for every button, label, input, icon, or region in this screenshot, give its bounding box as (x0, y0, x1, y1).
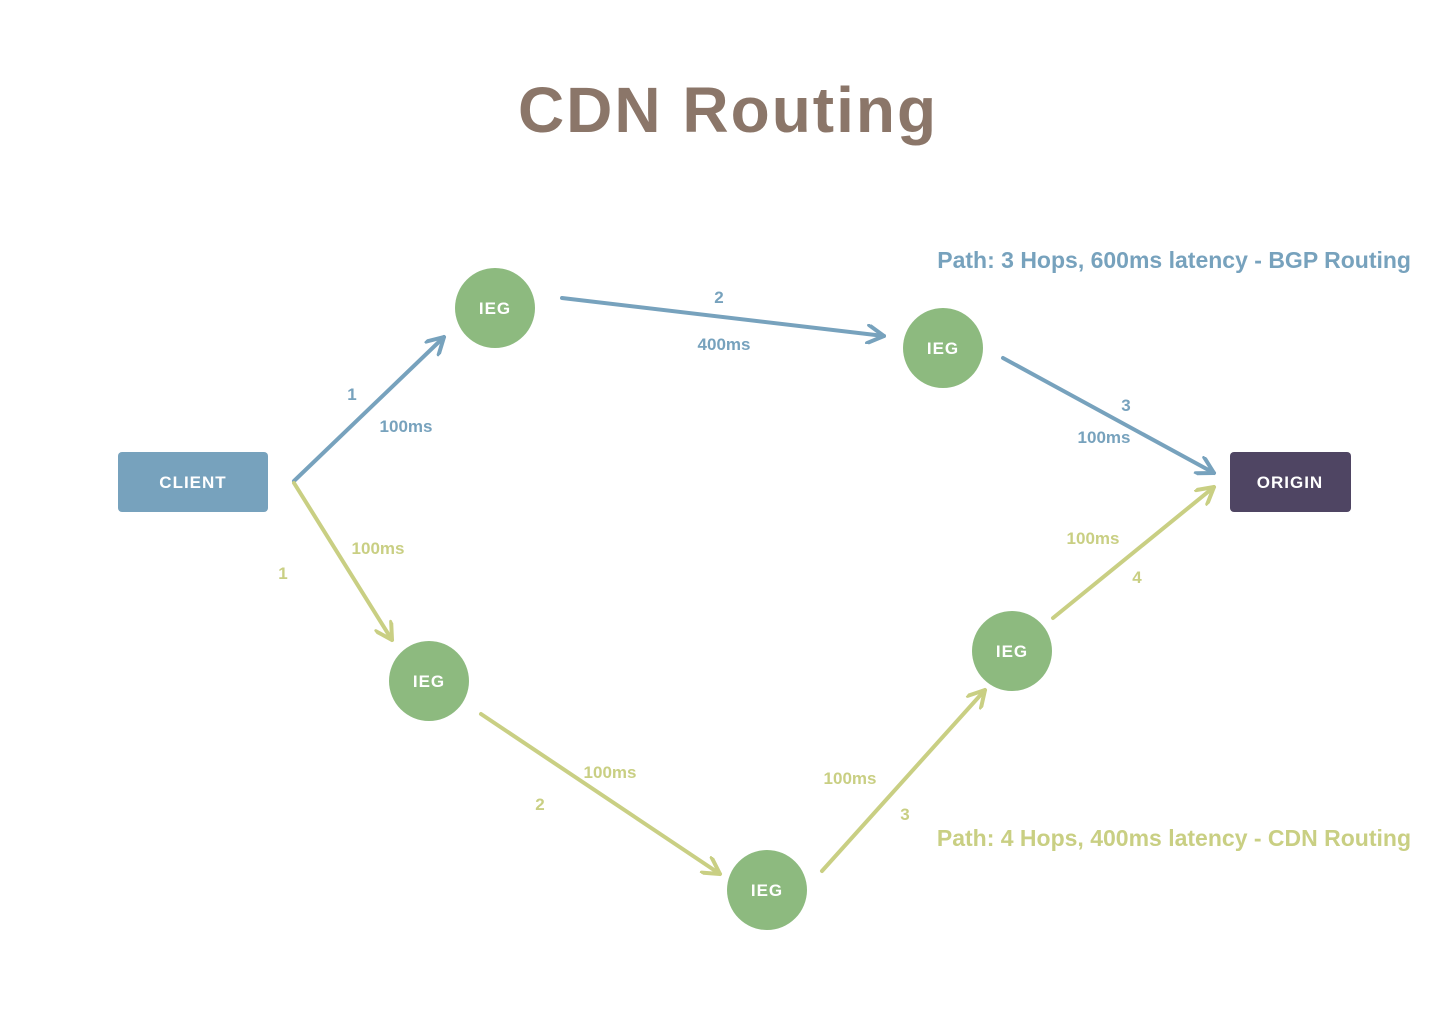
bgp-hop-3-step: 3 (1121, 396, 1130, 415)
ieg-node-cdn-1: IEG (389, 641, 469, 721)
cdn-arrow-2 (479, 712, 722, 876)
cdn-path-summary: Path: 4 Hops, 400ms latency - CDN Routin… (937, 825, 1411, 851)
cdn-hop-4-latency: 100ms (1067, 529, 1120, 548)
origin-node: ORIGIN (1230, 452, 1351, 512)
bgp-hop-3-latency: 100ms (1078, 428, 1131, 447)
cdn-arrow-4 (1051, 485, 1216, 620)
bgp-arrow-3 (1001, 356, 1216, 473)
diagram-title: CDN Routing (518, 74, 938, 146)
cdn-arrow-1 (292, 481, 394, 642)
svg-text:IEG: IEG (479, 299, 511, 318)
bgp-path-summary: Path: 3 Hops, 600ms latency - BGP Routin… (937, 247, 1411, 273)
origin-label: ORIGIN (1257, 473, 1323, 492)
cdn-hop-1-step: 1 (278, 564, 287, 583)
bgp-arrow-2 (560, 296, 886, 336)
bgp-hop-1-step: 1 (347, 385, 356, 404)
cdn-hop-3-latency: 100ms (824, 769, 877, 788)
bgp-hop-2-latency: 400ms (698, 335, 751, 354)
svg-text:IEG: IEG (751, 881, 783, 900)
client-node: CLIENT (118, 452, 268, 512)
cdn-hop-2-latency: 100ms (584, 763, 637, 782)
ieg-node-cdn-3: IEG (972, 611, 1052, 691)
cdn-hop-1-latency: 100ms (352, 539, 405, 558)
cdn-hop-2-step: 2 (535, 795, 544, 814)
cdn-arrow-3 (820, 688, 987, 873)
client-label: CLIENT (159, 473, 226, 492)
ieg-node-bgp-1: IEG (455, 268, 535, 348)
svg-text:IEG: IEG (413, 672, 445, 691)
bgp-hop-1-latency: 100ms (380, 417, 433, 436)
svg-text:IEG: IEG (996, 642, 1028, 661)
svg-text:IEG: IEG (927, 339, 959, 358)
cdn-hop-4-step: 4 (1132, 568, 1142, 587)
bgp-hop-2-step: 2 (714, 288, 723, 307)
bgp-arrow-1 (292, 335, 446, 483)
ieg-node-cdn-2: IEG (727, 850, 807, 930)
cdn-hop-3-step: 3 (900, 805, 909, 824)
ieg-node-bgp-2: IEG (903, 308, 983, 388)
